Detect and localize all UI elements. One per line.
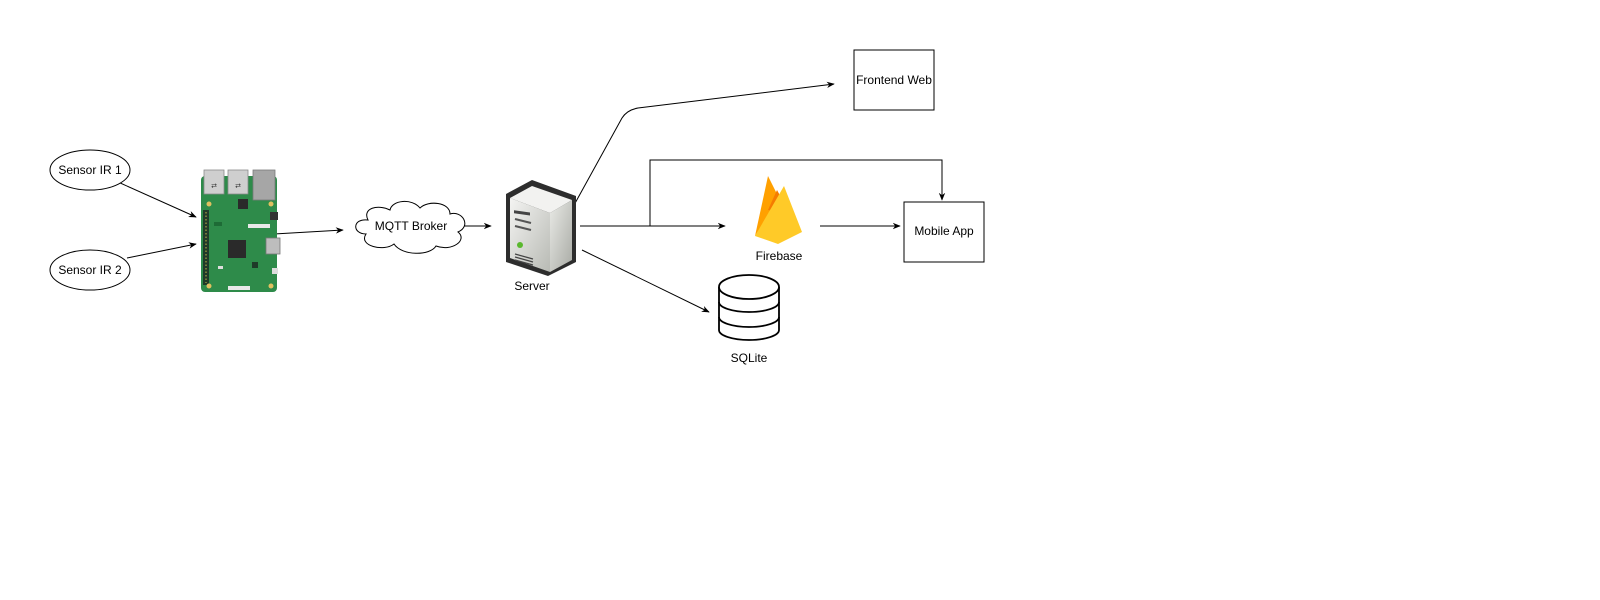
node-sensor-ir-2[interactable]: Sensor IR 2: [49, 249, 131, 291]
node-mqtt-broker[interactable]: MQTT Broker: [355, 201, 466, 254]
server-tower-icon: [506, 180, 576, 276]
mobile-app-label: Mobile App: [914, 224, 974, 238]
edge-sensor2-to-pi[interactable]: [126, 242, 197, 259]
svg-text:⇄: ⇄: [235, 183, 241, 190]
rectangle-shape: [853, 49, 935, 111]
node-frontend-web[interactable]: Frontend Web: [853, 49, 935, 111]
edge-server-to-mobile-app[interactable]: [649, 159, 946, 226]
node-firebase[interactable]: Firebase: [755, 176, 803, 263]
edge-pi-to-mqtt[interactable]: [273, 227, 344, 235]
ellipse-shape: [49, 149, 131, 191]
node-mobile-app[interactable]: Mobile App: [903, 201, 985, 263]
node-sensor-ir-1[interactable]: Sensor IR 1: [49, 149, 131, 191]
firebase-flame-icon: [755, 176, 802, 244]
ellipse-shape: [49, 249, 131, 291]
frontend-web-label: Frontend Web: [856, 73, 932, 87]
node-sqlite[interactable]: SQLite: [718, 274, 780, 365]
firebase-label: Firebase: [756, 249, 803, 263]
mqtt-broker-label: MQTT Broker: [375, 219, 447, 233]
edge-server-to-frontend[interactable]: [567, 81, 835, 217]
rectangle-shape: [903, 201, 985, 263]
raspberry-pi-board-icon: ⇄ ⇄: [201, 169, 281, 292]
edges: [117, 81, 946, 313]
edge-sensor1-to-pi[interactable]: [117, 181, 197, 218]
node-server[interactable]: Server: [506, 180, 576, 293]
node-raspberry-pi[interactable]: ⇄ ⇄: [201, 169, 281, 292]
cloud-shape: [355, 201, 466, 254]
sensor-ir-1-label: Sensor IR 1: [58, 163, 122, 177]
sqlite-label: SQLite: [731, 351, 768, 365]
database-cylinder-icon: [718, 274, 780, 341]
server-label: Server: [514, 279, 549, 293]
svg-text:⇄: ⇄: [211, 183, 217, 190]
sensor-ir-2-label: Sensor IR 2: [58, 263, 122, 277]
edge-server-to-sqlite[interactable]: [581, 249, 710, 313]
